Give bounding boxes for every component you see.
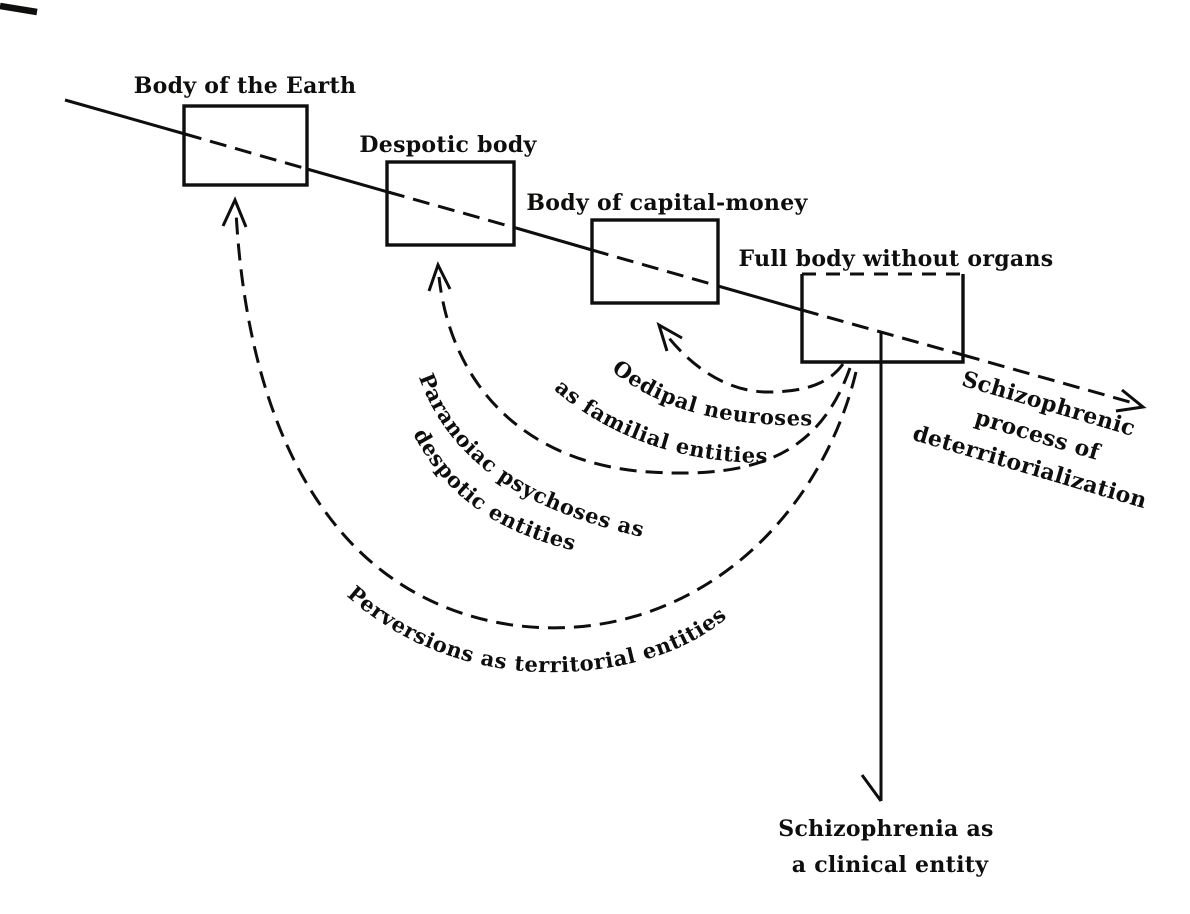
arrowhead-up-icon bbox=[221, 196, 248, 228]
line-segment-dashed-in-earth-box bbox=[184, 132, 308, 171]
clinical-line1: Schizophrenia as bbox=[778, 816, 993, 842]
line-segment-dashed-in-despotic-box bbox=[387, 190, 517, 230]
line-segment-solid bbox=[64, 98, 186, 136]
arc-paranoiac-psychoses bbox=[427, 261, 852, 475]
line-segment-solid bbox=[717, 284, 803, 312]
scan-artifact-mark bbox=[0, 2, 38, 16]
clinical-line2: a clinical entity bbox=[792, 852, 990, 878]
box-despotic-body bbox=[385, 160, 516, 247]
line-segment-solid bbox=[515, 226, 593, 252]
label-despotic-body: Despotic body bbox=[359, 132, 537, 158]
line-segment-dashed-tail bbox=[962, 353, 1138, 406]
clinical-drop-line bbox=[860, 333, 883, 802]
box-body-of-capital-money bbox=[590, 218, 720, 305]
arc-oedipal-neuroses bbox=[656, 321, 845, 394]
label-schizophrenic-process: Schizophrenic process of deterritorializ… bbox=[910, 357, 1169, 514]
box-body-of-the-earth bbox=[182, 104, 309, 187]
arc-perversions bbox=[221, 196, 858, 630]
arc-oedipal-path bbox=[663, 332, 845, 394]
label-schizophrenia-clinical: Schizophrenia as a clinical entity bbox=[778, 816, 1001, 878]
label-body-of-capital-money: Body of capital-money bbox=[526, 190, 808, 216]
line-segment-dashed-in-full-body-box bbox=[801, 308, 964, 357]
arrowhead-up-left-icon bbox=[656, 321, 683, 352]
arrowhead-up-icon bbox=[427, 261, 452, 292]
arc-perversions-path bbox=[234, 211, 858, 630]
deterritorialization-line bbox=[64, 98, 1147, 413]
arrowhead-down-right-icon bbox=[1115, 388, 1147, 413]
label-body-of-the-earth: Body of the Earth bbox=[134, 73, 357, 99]
arc-paranoiac-path bbox=[437, 276, 852, 475]
label-full-body-without-organs: Full body without organs bbox=[739, 246, 1054, 272]
arrowhead-down-icon bbox=[860, 774, 883, 802]
line-segment-solid bbox=[306, 167, 389, 194]
line-segment-dashed-in-capital-box bbox=[591, 248, 719, 288]
